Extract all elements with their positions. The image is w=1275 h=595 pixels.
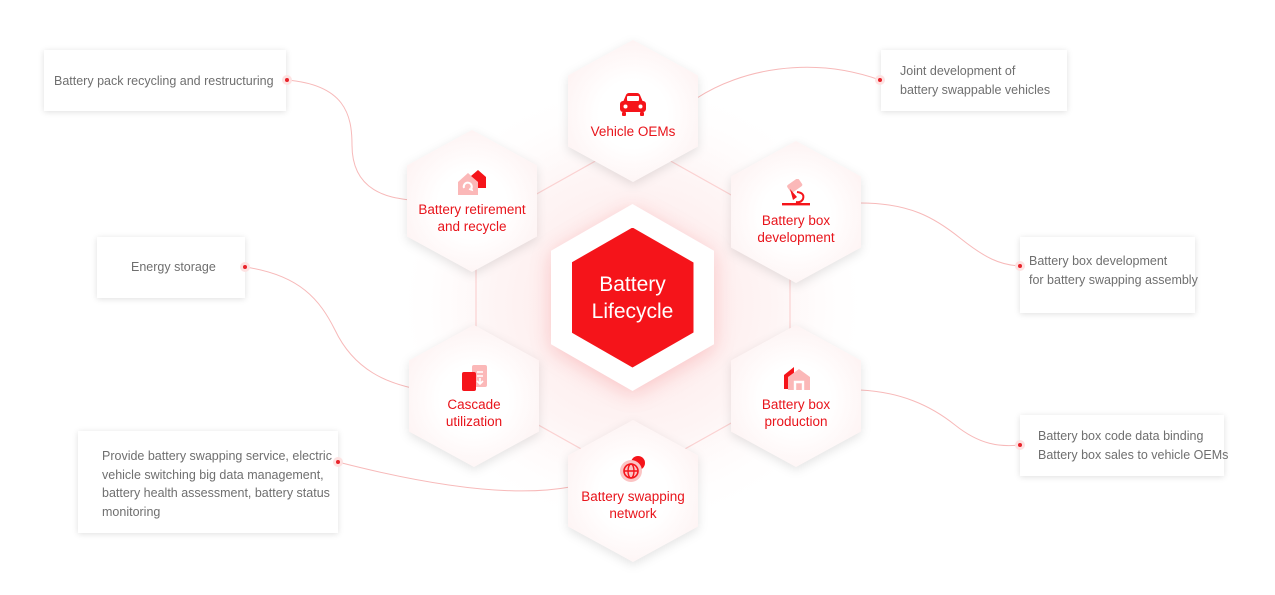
connector-recycling: [286, 79, 411, 201]
stage-vehicle-oems: Vehicle OEMs: [568, 40, 698, 182]
note-box-code-dot: [1015, 440, 1025, 450]
note-box-code-line-1: Battery box code data binding: [1038, 429, 1204, 443]
note-box-dev-dot: [1015, 261, 1025, 271]
stage-cascade-label-2: utilization: [445, 413, 503, 429]
note-swapping-line-4: monitoring: [102, 504, 161, 519]
connector-joint-dev: [696, 66, 881, 99]
factory-icon: [784, 366, 810, 390]
stage-cascade-utilization: Cascade utilization: [409, 325, 539, 467]
note-joint-line-1: Joint development of: [900, 64, 1016, 78]
stage-cascade-label-1: Cascade: [447, 396, 501, 412]
stage-retirement-label-2: and recycle: [437, 218, 507, 234]
note-box-dev-line-1: Battery box development: [1029, 254, 1168, 268]
note-swapping-service: Provide battery swapping service, electr…: [78, 431, 338, 533]
note-box-dev-line-2: for battery swapping assembly: [1029, 273, 1198, 287]
stage-box-production-label-2: production: [764, 413, 828, 429]
stage-retirement-label-1: Battery retirement: [418, 201, 526, 217]
stage-vehicle-oems-label: Vehicle OEMs: [590, 124, 676, 139]
note-joint-dot: [875, 75, 885, 85]
stage-box-production-label-1: Battery box: [761, 396, 831, 412]
note-recycling: Battery pack recycling and restructuring: [44, 50, 286, 111]
note-box-code-line-2: Battery box sales to vehicle OEMs: [1038, 448, 1229, 462]
globe-icon: [620, 455, 645, 482]
center-title-line-2: Lifecycle: [591, 299, 674, 323]
note-energy-text: Energy storage: [131, 260, 216, 274]
stage-swapping-network-label-2: network: [609, 505, 657, 521]
connector-box-code: [859, 389, 1021, 447]
note-energy-storage: Energy storage: [97, 237, 245, 298]
note-swapping-line-2: vehicle switching big data management,: [102, 467, 324, 482]
center-hexagon: Battery Lifecycle: [551, 204, 714, 391]
stage-swapping-network: Battery swapping network: [568, 420, 698, 562]
battery-cells-icon: [462, 364, 487, 391]
connector-swapping: [337, 461, 571, 492]
note-recycling-dot: [282, 75, 292, 85]
stage-box-development-label-2: development: [757, 229, 835, 245]
note-swapping-line-1: Provide battery swapping service, electr…: [102, 449, 332, 463]
stage-box-development: Battery box development: [731, 141, 861, 283]
center-hexagon-core: Battery Lifecycle: [571, 227, 694, 368]
note-energy-dot: [240, 262, 250, 272]
connector-box-dev: [859, 202, 1021, 267]
car-icon: [620, 93, 646, 116]
connector-energy: [244, 266, 413, 389]
stage-box-production: Battery box production: [731, 325, 861, 467]
note-recycling-text: Battery pack recycling and restructuring: [54, 74, 274, 88]
design-pen-icon: [782, 178, 810, 205]
center-title-line-1: Battery: [599, 272, 666, 296]
note-swapping-dot: [333, 457, 343, 467]
note-joint-line-2: battery swappable vehicles: [900, 83, 1051, 97]
note-joint-development: Joint development of battery swappable v…: [881, 50, 1067, 111]
stage-box-development-label-1: Battery box: [761, 212, 831, 228]
stage-swapping-network-label-1: Battery swapping: [581, 488, 685, 504]
note-swapping-line-3: battery health assessment, battery statu…: [102, 486, 330, 500]
note-box-development: Battery box development for battery swap…: [1020, 237, 1198, 313]
recycle-house-icon: [458, 169, 486, 195]
stage-retirement-recycle: Battery retirement and recycle: [407, 130, 537, 272]
note-box-code: Battery box code data binding Battery bo…: [1020, 415, 1229, 476]
